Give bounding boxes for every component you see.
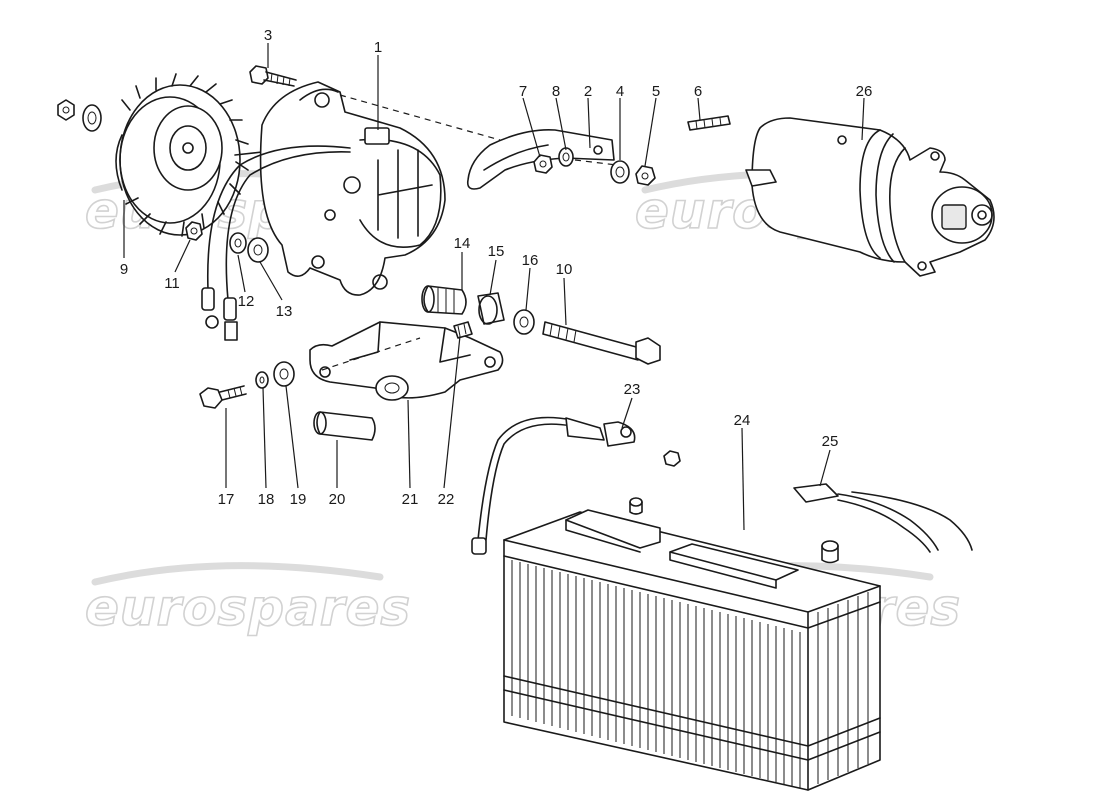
part-label-11: 11 <box>164 275 180 292</box>
part-label-19: 19 <box>290 491 307 508</box>
callout-lines <box>123 43 865 531</box>
battery-lead <box>793 483 973 553</box>
washer <box>610 160 630 184</box>
alternator-fan-pulley <box>115 73 263 237</box>
bolt <box>249 65 297 87</box>
battery <box>503 497 881 791</box>
alternator <box>259 81 446 296</box>
lock-washer <box>255 371 269 389</box>
assembly-line <box>574 159 626 167</box>
lock-washer <box>558 147 574 167</box>
part-label-22: 22 <box>438 491 455 508</box>
part-label-2: 2 <box>584 83 592 100</box>
rubber-bushing <box>421 285 467 315</box>
assembly-line <box>339 94 501 141</box>
spacer <box>513 309 535 335</box>
part-label-4: 4 <box>616 83 624 100</box>
part-label-26: 26 <box>856 83 873 100</box>
starter-motor <box>745 117 995 277</box>
part-label-7: 7 <box>519 83 527 100</box>
part-labels: 1 2 3 4 5 6 7 8 9 10 11 12 13 14 15 16 1… <box>120 27 873 508</box>
pulley-nut <box>57 99 75 121</box>
bolt <box>199 385 247 409</box>
part-label-3: 3 <box>264 27 272 44</box>
alternator-wiring <box>201 145 351 341</box>
lock-washer <box>229 232 247 254</box>
part-label-5: 5 <box>652 83 660 100</box>
part-label-13: 13 <box>276 303 293 320</box>
part-label-23: 23 <box>624 381 641 398</box>
washer <box>273 361 295 387</box>
part-label-1: 1 <box>374 39 382 56</box>
bushing <box>313 411 376 441</box>
part-label-9: 9 <box>120 261 128 278</box>
battery-cable <box>471 416 681 555</box>
part-label-10: 10 <box>556 261 573 278</box>
part-label-12: 12 <box>238 293 255 310</box>
nut <box>185 221 203 241</box>
part-label-17: 17 <box>218 491 235 508</box>
part-label-6: 6 <box>694 83 702 100</box>
spacer <box>477 292 505 325</box>
stud <box>453 321 473 339</box>
part-label-20: 20 <box>329 491 346 508</box>
washer <box>247 237 269 263</box>
part-label-15: 15 <box>488 243 505 260</box>
part-label-8: 8 <box>552 83 560 100</box>
part-label-18: 18 <box>258 491 275 508</box>
part-label-24: 24 <box>734 412 751 429</box>
part-label-25: 25 <box>822 433 839 450</box>
long-bolt <box>542 321 661 365</box>
nut <box>635 165 656 186</box>
watermark-text: eurospares <box>85 579 411 637</box>
part-label-21: 21 <box>402 491 419 508</box>
nut <box>533 154 553 174</box>
pulley-washer <box>82 104 102 132</box>
mounting-bracket <box>309 321 504 401</box>
stud <box>687 115 731 131</box>
part-label-16: 16 <box>522 252 539 269</box>
part-label-14: 14 <box>454 235 471 252</box>
